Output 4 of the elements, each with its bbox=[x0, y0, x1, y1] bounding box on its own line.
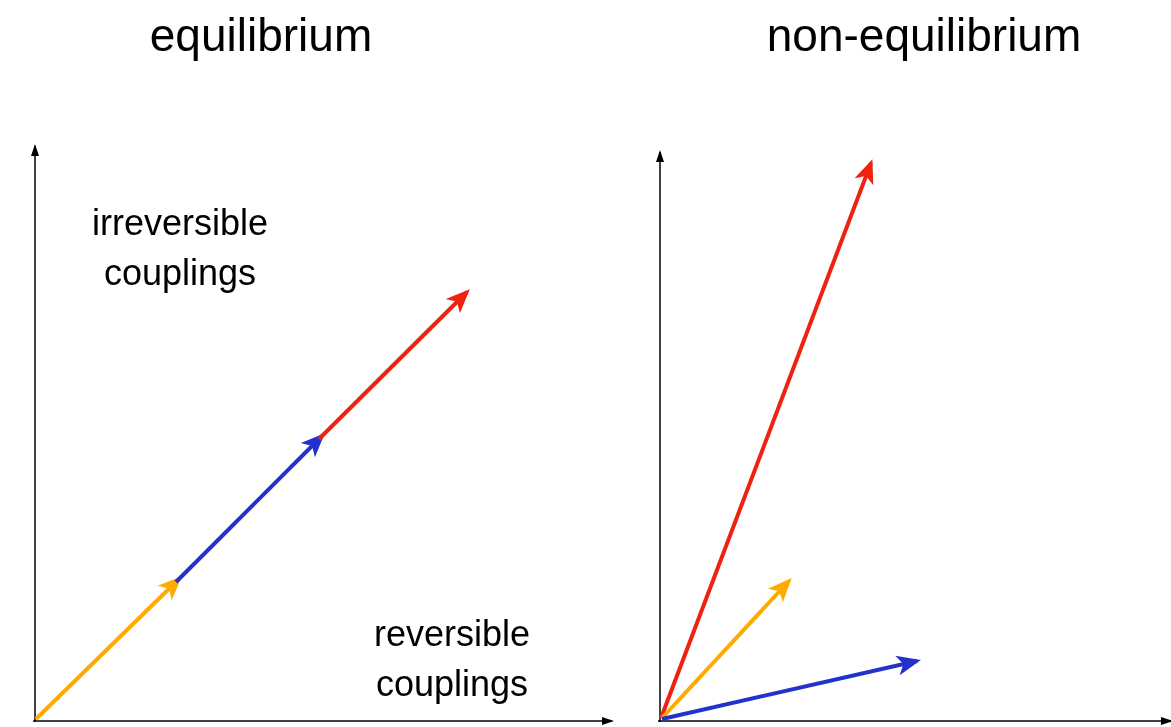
axis-label: irreversible couplings bbox=[90, 201, 269, 295]
axis-label: reversible couplings bbox=[372, 612, 532, 706]
panel-title: equilibrium bbox=[148, 10, 374, 60]
panel-title: non-equilibrium bbox=[765, 10, 1083, 60]
